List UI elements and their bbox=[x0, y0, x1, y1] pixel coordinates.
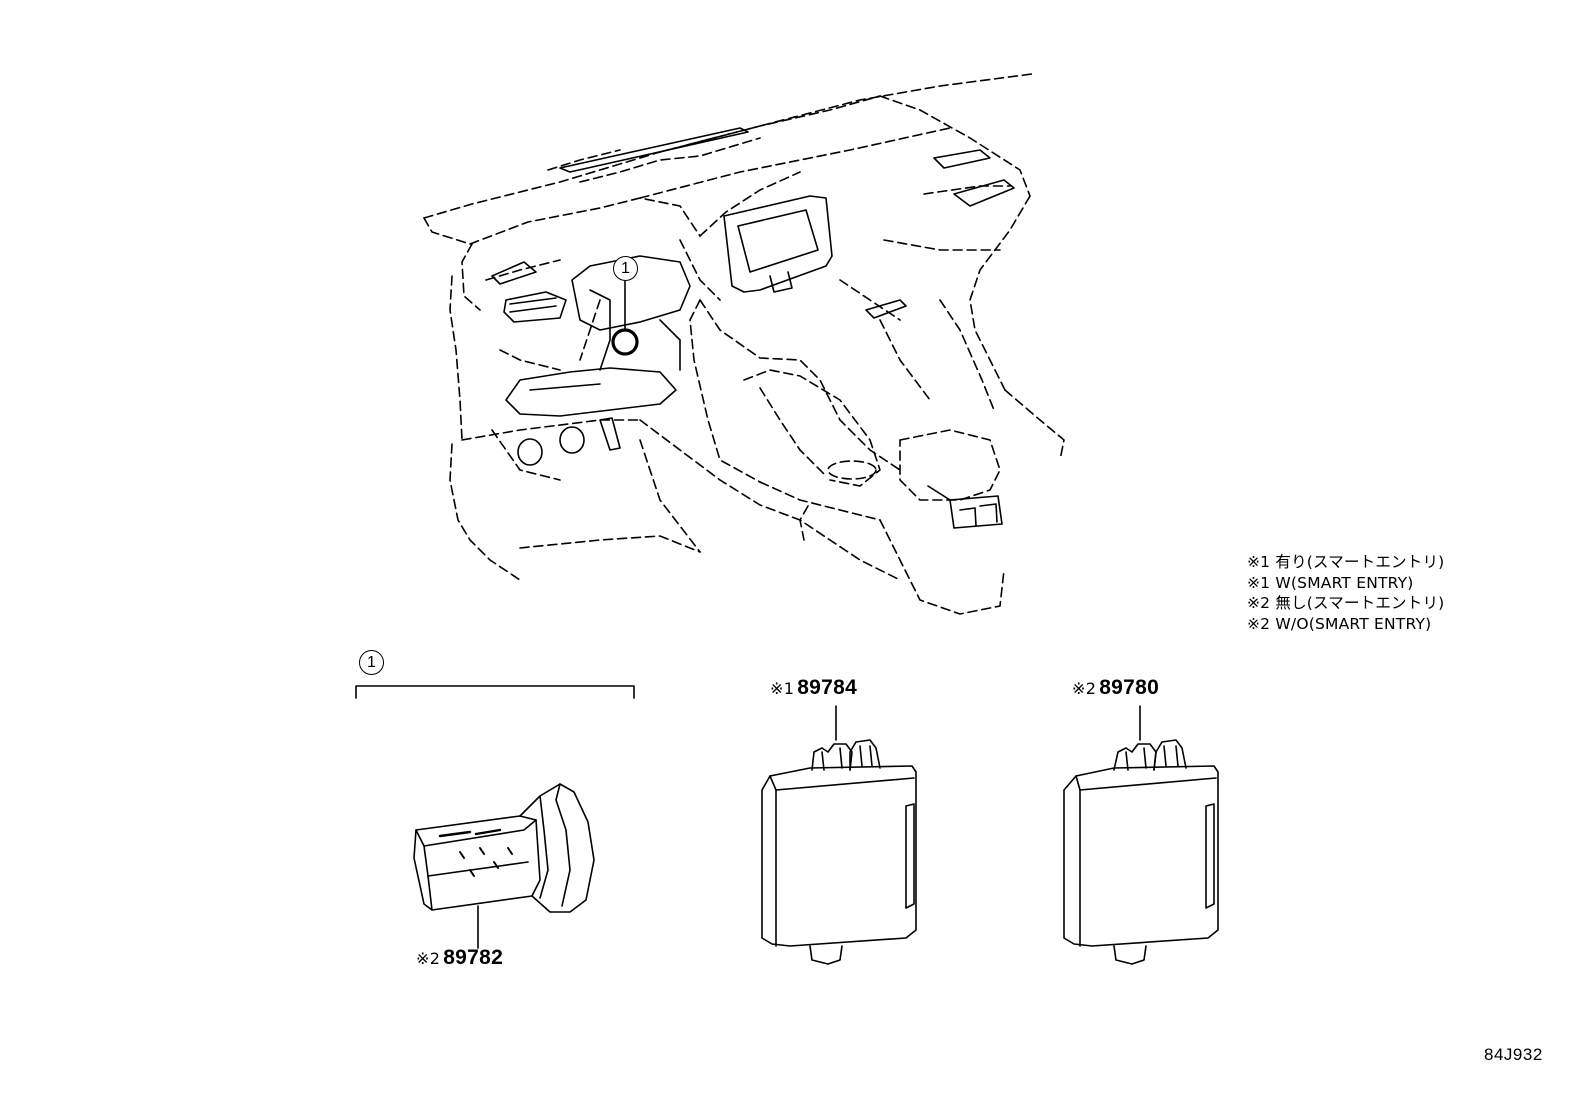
dashboard-illustration bbox=[423, 73, 1065, 615]
legend-line-4: ※2 W/O(SMART ENTRY) bbox=[1247, 614, 1432, 633]
legend-line-3: ※2 無し(スマートエントリ) bbox=[1247, 594, 1445, 612]
legend-line-2: ※1 W(SMART ENTRY) bbox=[1247, 573, 1414, 592]
part-number-ecu-without: 89780 bbox=[1099, 676, 1160, 699]
part-ref-ecu-with: ※1 bbox=[770, 679, 795, 698]
callout-item-1-dashboard: 1 bbox=[613, 256, 638, 281]
drawing-code: 84J932 bbox=[1484, 1045, 1543, 1064]
legend: ※1 有り(スマートエントリ) ※1 W(SMART ENTRY) ※2 無し(… bbox=[1247, 552, 1444, 634]
part-ref-ecu-without: ※2 bbox=[1072, 679, 1097, 698]
part-ref-switch: ※2 bbox=[416, 949, 441, 968]
group-bracket bbox=[355, 685, 635, 699]
switch-illustration bbox=[413, 783, 595, 949]
ecu-with-illustration bbox=[761, 705, 917, 965]
part-number-ecu-with: 89784 bbox=[797, 676, 858, 699]
legend-line-1: ※1 有り(スマートエントリ) bbox=[1247, 553, 1445, 571]
part-number-switch: 89782 bbox=[443, 946, 504, 969]
ecu-without-illustration bbox=[1063, 705, 1219, 965]
callout-item-1-group: 1 bbox=[359, 650, 384, 675]
